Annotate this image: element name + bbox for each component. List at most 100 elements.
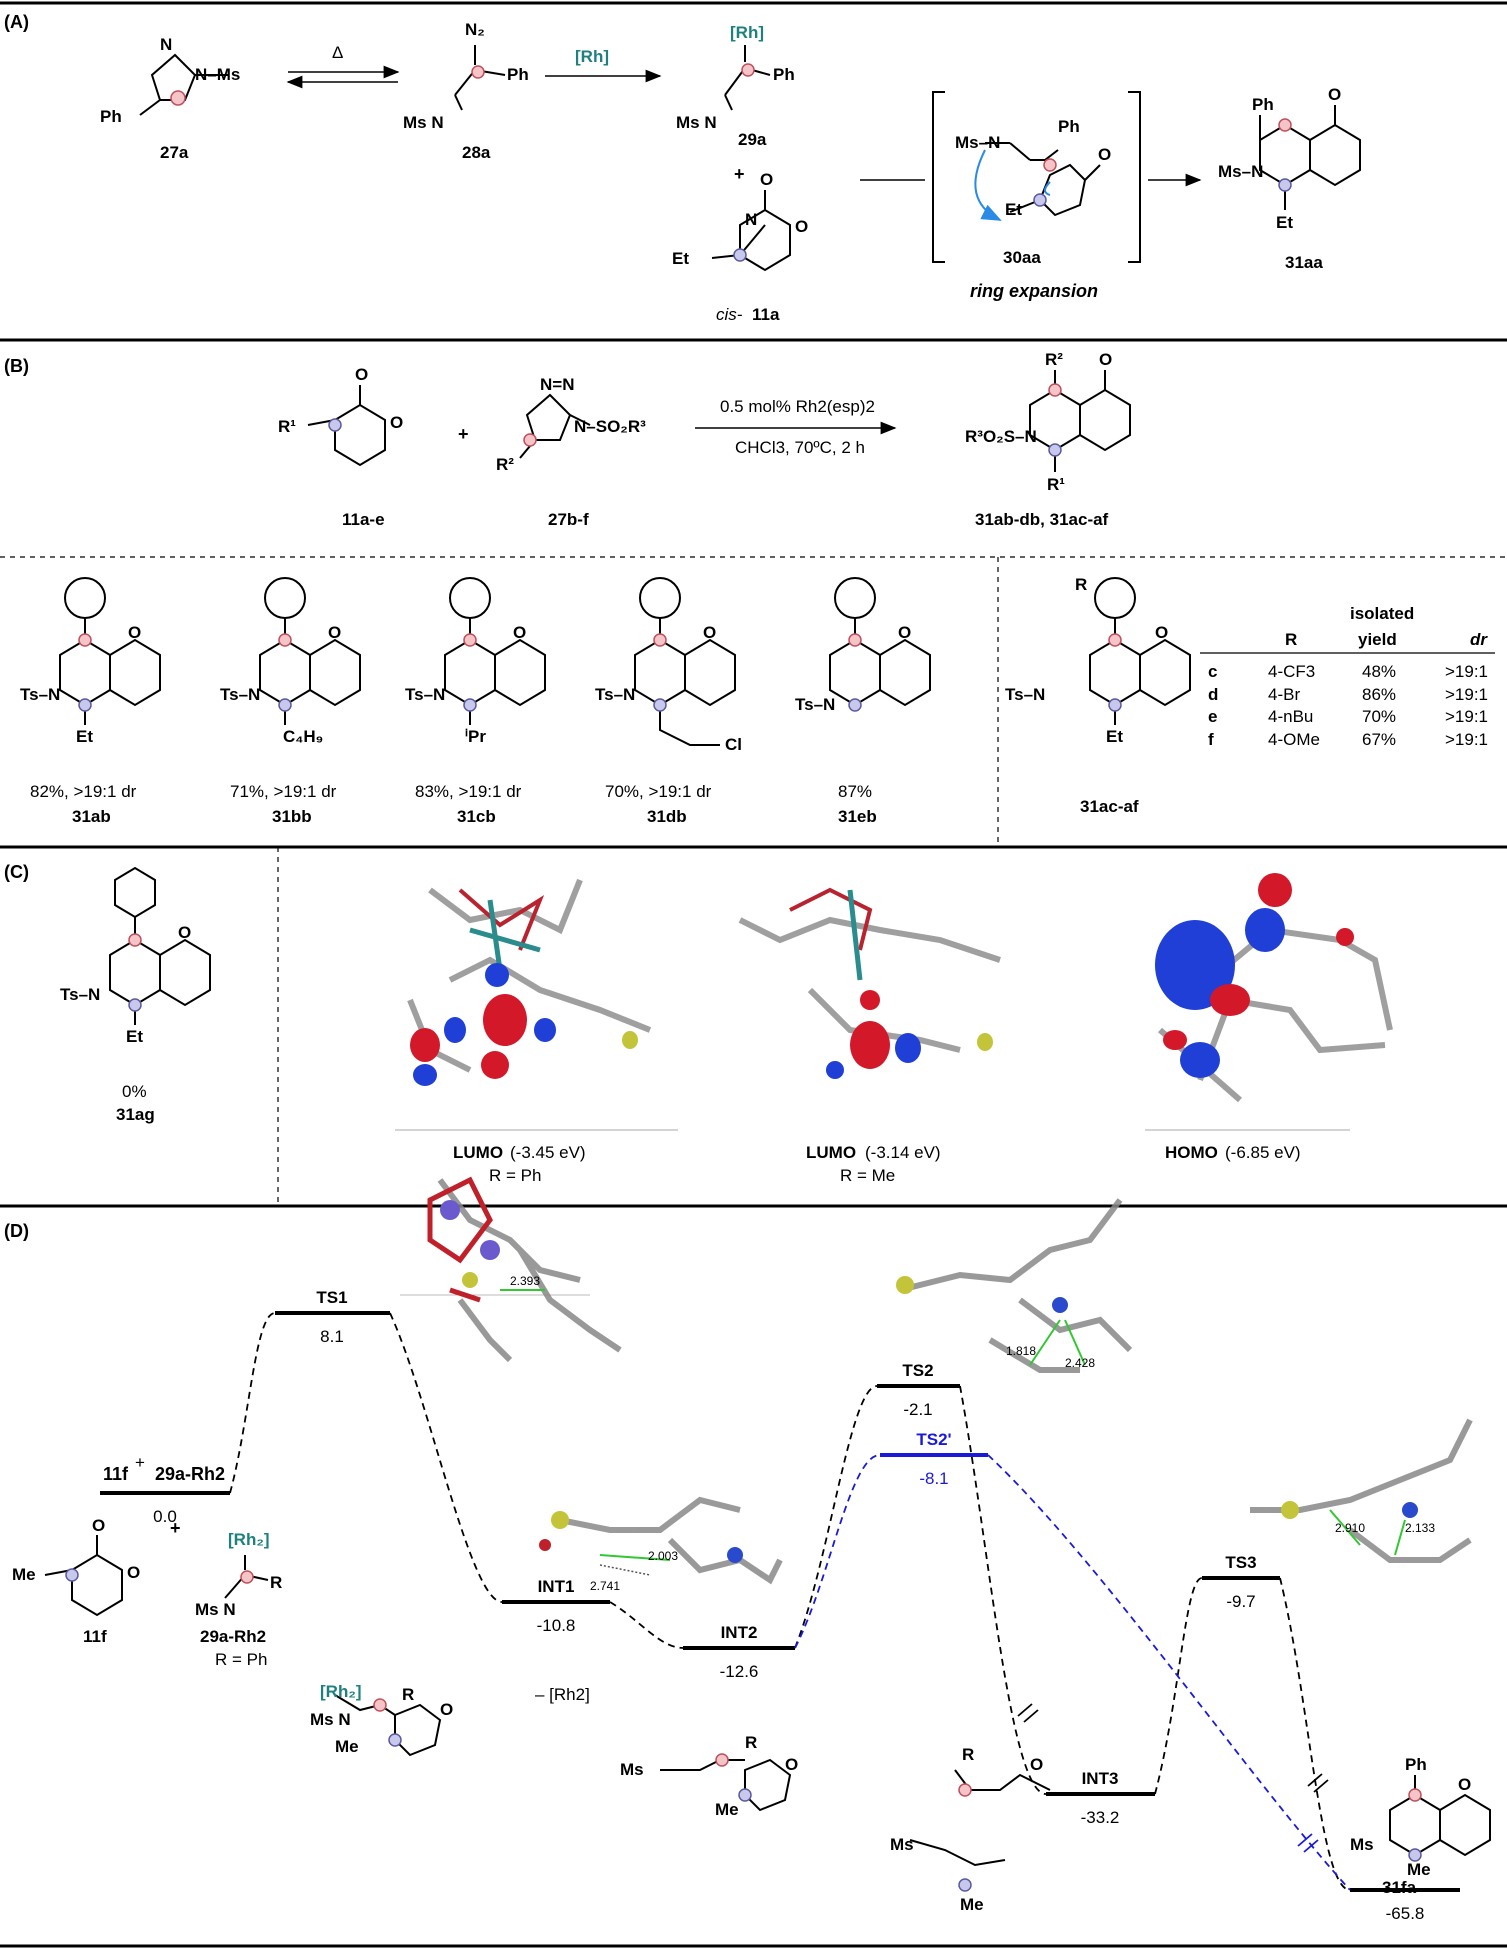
- label-11ae: 11a-e: [342, 510, 385, 529]
- label-31cb: 31cb: [457, 807, 496, 826]
- label-29a: 29a: [738, 130, 767, 149]
- svg-text:Ms: Ms: [890, 1835, 914, 1854]
- orbital-1-energy: (-3.45 eV): [510, 1143, 586, 1162]
- plus-a: +: [734, 164, 745, 184]
- 31t-r2: R²: [1045, 350, 1063, 369]
- level-ts3-name: TS3: [1225, 1553, 1256, 1572]
- level-ts2-value: -2.1: [903, 1400, 932, 1419]
- svg-text:Me: Me: [1407, 1860, 1431, 1879]
- svg-text:O: O: [785, 1755, 798, 1774]
- d-label-11f: 11f: [83, 1627, 107, 1646]
- 29a-msn: Ms N: [676, 113, 717, 132]
- svg-text:Cl: Cl: [725, 735, 742, 754]
- rh-label: [Rh]: [575, 47, 609, 66]
- dist-ts1: 2.393: [510, 1274, 540, 1288]
- 31aa-msn: Ms–N: [1218, 162, 1263, 181]
- svg-text:Ts–N: Ts–N: [20, 685, 60, 704]
- orbital-2-energy: (-3.14 eV): [865, 1143, 941, 1162]
- 11a-o: O: [760, 170, 773, 189]
- label-27bf: 27b-f: [548, 510, 589, 529]
- orbital-homo: [1145, 873, 1393, 1131]
- break-marks-blue: [1297, 1833, 1319, 1853]
- label-31eb: 31eb: [838, 807, 877, 826]
- int2-3d-structure: 2.741 2.003: [539, 1496, 783, 1593]
- svg-text:>19:1: >19:1: [1445, 662, 1488, 681]
- level-ts3-value: -9.7: [1226, 1592, 1255, 1611]
- svg-text:70%: 70%: [1362, 707, 1396, 726]
- svg-text:O: O: [703, 623, 716, 642]
- d-left-structures: [44, 1535, 442, 1757]
- svg-text:R: R: [270, 1573, 282, 1592]
- svg-text:O: O: [128, 623, 141, 642]
- plus-b: +: [458, 424, 469, 444]
- svg-text:Ts–N: Ts–N: [595, 685, 635, 704]
- orbital-lumo-me: [738, 887, 1001, 1079]
- table-isolated: isolated: [1350, 604, 1414, 623]
- 30aa-et: Et: [1005, 200, 1022, 219]
- level-ts2p-value: -8.1: [919, 1469, 948, 1488]
- 27a-n-top: N: [160, 35, 172, 54]
- svg-text:Me: Me: [960, 1895, 984, 1914]
- 27bf-r2: R²: [496, 455, 514, 474]
- condition-2: CHCl3, 70ºC, 2 h: [735, 438, 865, 457]
- level-ts2-name: TS2: [902, 1361, 933, 1380]
- svg-text:O: O: [127, 1563, 140, 1582]
- 29a-ph: Ph: [773, 65, 795, 84]
- level-int2-name: INT2: [721, 1623, 758, 1642]
- svg-text:O: O: [328, 623, 341, 642]
- compound-28a: [454, 45, 506, 111]
- svg-text:O: O: [92, 1516, 105, 1535]
- 31t-o: O: [1099, 350, 1112, 369]
- svg-text:>19:1: >19:1: [1445, 685, 1488, 704]
- 29a-rh: [Rh]: [730, 23, 764, 42]
- svg-text:[Rh₂]: [Rh₂]: [320, 1682, 362, 1701]
- 30aa-o: O: [1098, 145, 1111, 164]
- 31t-r1: R¹: [1047, 475, 1065, 494]
- 27bf-so2: N–SO₂R³: [574, 417, 646, 436]
- svg-text:4-CF3: 4-CF3: [1268, 662, 1315, 681]
- svg-text:Ms N: Ms N: [310, 1710, 351, 1729]
- label-31aa: 31aa: [1285, 253, 1323, 272]
- svg-text:Ts–N: Ts–N: [405, 685, 445, 704]
- 27bf-nn: N=N: [540, 375, 574, 394]
- orbital-3-name: HOMO: [1165, 1143, 1218, 1162]
- svg-text:67%: 67%: [1362, 730, 1396, 749]
- label-31bb: 31bb: [272, 807, 312, 826]
- svg-text:O: O: [898, 623, 911, 642]
- svg-text:R: R: [962, 1745, 974, 1764]
- label-31db: 31db: [647, 807, 687, 826]
- orbital-2-name: LUMO: [806, 1143, 856, 1162]
- label-cis: cis-: [716, 305, 743, 324]
- compound-cis-11a: [711, 190, 791, 272]
- orbital-1-r: R = Ph: [489, 1166, 541, 1185]
- svg-text:R: R: [402, 1685, 414, 1704]
- svg-text:ⁱPr: ⁱPr: [465, 727, 486, 746]
- compound-31ag: [109, 866, 211, 1025]
- level-int1-value: -10.8: [537, 1616, 576, 1635]
- svg-text:Me: Me: [335, 1737, 359, 1756]
- level-ts2p-name: TS2': [916, 1430, 951, 1449]
- svg-text:[Rh₂]: [Rh₂]: [228, 1530, 270, 1549]
- yield-31cb: 83%, >19:1 dr: [415, 782, 522, 801]
- label-11a: 11a: [752, 305, 780, 324]
- svg-text:>19:1: >19:1: [1445, 707, 1488, 726]
- svg-text:O: O: [1458, 1775, 1471, 1794]
- 30aa-msn: Ms–N: [955, 133, 1000, 152]
- svg-text:d: d: [1208, 685, 1218, 704]
- label-27a: 27a: [160, 143, 189, 162]
- 31ag-et: Et: [126, 1027, 143, 1046]
- yield-31db: 70%, >19:1 dr: [605, 782, 712, 801]
- 11a-n: N: [745, 210, 757, 229]
- d-bottom-atom-labels: Ms R O Me R O Ms Me Ph O Ms Me: [620, 1733, 1471, 1914]
- panel-b-label: (B): [4, 356, 29, 376]
- bracket-30aa: [932, 91, 1141, 263]
- panel-d-label: (D): [4, 1221, 29, 1241]
- 31t-r3: R³O₂S–N: [965, 427, 1037, 446]
- level-int1-name: INT1: [538, 1577, 575, 1596]
- svg-text:Ms N: Ms N: [195, 1600, 236, 1619]
- 11ae-r1: R¹: [278, 417, 296, 436]
- 31ag-tsn: Ts–N: [60, 985, 100, 1004]
- svg-text:Ph: Ph: [1405, 1755, 1427, 1774]
